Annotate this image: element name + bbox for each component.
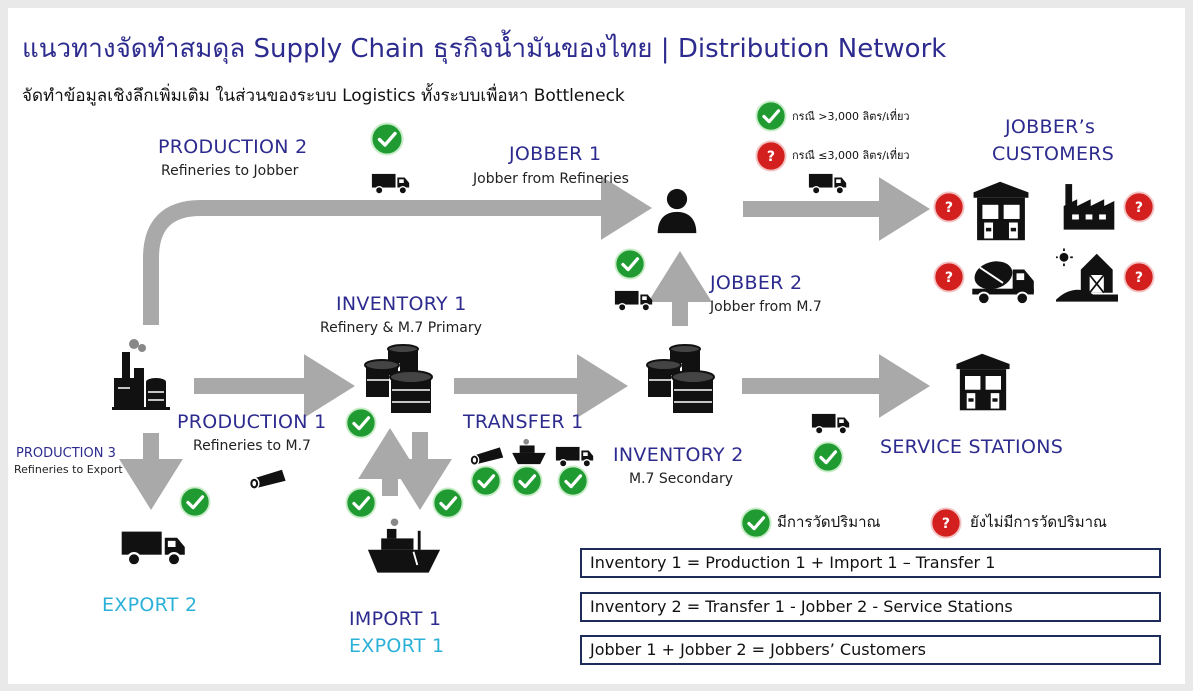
check-circle-icon bbox=[740, 507, 772, 539]
gas-station-icon bbox=[970, 180, 1032, 242]
ship-icon bbox=[510, 438, 548, 466]
jobbers-customers-line2: CUSTOMERS bbox=[992, 143, 1115, 165]
production2-sub: Refineries to Jobber bbox=[161, 163, 299, 179]
pipeline-icon bbox=[248, 466, 290, 490]
jobber2-label: JOBBER 2 bbox=[710, 272, 803, 294]
check-circle-icon bbox=[755, 100, 787, 132]
production3-sub: Refineries to Export bbox=[14, 463, 123, 476]
check-circle-icon bbox=[432, 487, 464, 519]
check-circle-icon bbox=[812, 441, 844, 473]
check-circle-icon bbox=[470, 465, 502, 497]
inventory1-label: INVENTORY 1 bbox=[336, 293, 467, 315]
truck-icon bbox=[614, 288, 654, 312]
jobber1-label: JOBBER 1 bbox=[509, 143, 602, 165]
equation-inventory2: Inventory 2 = Transfer 1 - Jobber 2 - Se… bbox=[580, 592, 1161, 622]
person-icon bbox=[654, 186, 700, 236]
equation-inventory1: Inventory 1 = Production 1 + Import 1 – … bbox=[580, 548, 1161, 578]
jobber1-sub: Jobber from Refineries bbox=[473, 171, 629, 187]
pipeline-icon bbox=[469, 444, 507, 466]
check-circle-icon bbox=[345, 487, 377, 519]
truck-icon bbox=[371, 171, 411, 195]
check-circle-icon bbox=[557, 465, 589, 497]
production1-label: PRODUCTION 1 bbox=[177, 411, 327, 433]
check-circle-icon bbox=[345, 407, 377, 439]
question-circle-icon bbox=[1123, 261, 1155, 293]
check-circle-icon bbox=[614, 248, 646, 280]
condition-under: กรณี ≤3,000 ลิตร/เที่ยว bbox=[792, 149, 910, 162]
legend-not-measured: ยังไม่มีการวัดปริมาณ bbox=[970, 513, 1107, 531]
check-circle-icon bbox=[511, 465, 543, 497]
equation-jobbers: Jobber 1 + Jobber 2 = Jobbers’ Customers bbox=[580, 635, 1161, 665]
truck-icon bbox=[120, 527, 188, 567]
farm-icon bbox=[1056, 246, 1118, 304]
refinery-factory-icon bbox=[112, 338, 172, 410]
truck-icon bbox=[811, 411, 851, 435]
export1-label: EXPORT 1 bbox=[349, 635, 445, 657]
page-title: แนวทางจัดทำสมดุล Supply Chain ธุรกิจน้ำม… bbox=[22, 34, 947, 64]
transfer1-label: TRANSFER 1 bbox=[463, 411, 584, 433]
jobbers-customers-line1: JOBBER’s bbox=[1005, 116, 1096, 138]
cement-mixer-icon bbox=[970, 256, 1038, 306]
ship-icon bbox=[366, 516, 442, 576]
slide: ? bbox=[8, 8, 1185, 684]
truck-icon bbox=[808, 171, 848, 195]
jobber2-sub: Jobber from M.7 bbox=[710, 299, 822, 315]
question-circle-icon bbox=[933, 261, 965, 293]
production3-label: PRODUCTION 3 bbox=[16, 446, 116, 461]
import1-label: IMPORT 1 bbox=[349, 608, 442, 630]
question-circle-icon bbox=[930, 507, 962, 539]
legend-measured: มีการวัดปริมาณ bbox=[777, 513, 881, 531]
inventory1-sub: Refinery & M.7 Primary bbox=[320, 320, 482, 336]
page-subtitle: จัดทำข้อมูลเชิงลึกเพิ่มเติม ในส่วนของระบ… bbox=[22, 86, 625, 106]
arrow-production2 bbox=[143, 176, 652, 325]
production2-label: PRODUCTION 2 bbox=[158, 136, 308, 158]
question-circle-icon bbox=[1123, 191, 1155, 223]
storage-tank-icon bbox=[644, 344, 724, 416]
factory-icon bbox=[1062, 180, 1116, 232]
flow-arrows bbox=[119, 176, 930, 510]
export2-label: EXPORT 2 bbox=[102, 594, 198, 616]
question-circle-icon bbox=[933, 191, 965, 223]
condition-over: กรณี >3,000 ลิตร/เที่ยว bbox=[792, 110, 910, 123]
check-circle-icon bbox=[179, 486, 211, 518]
service-stations-label: SERVICE STATIONS bbox=[880, 436, 1064, 458]
gas-station-icon bbox=[952, 352, 1014, 412]
production1-sub: Refineries to M.7 bbox=[193, 438, 311, 454]
storage-tank-icon bbox=[362, 344, 442, 416]
check-circle-icon bbox=[370, 122, 404, 156]
inventory2-label: INVENTORY 2 bbox=[613, 444, 744, 466]
inventory2-sub: M.7 Secondary bbox=[629, 471, 734, 487]
question-circle-icon bbox=[755, 140, 787, 172]
